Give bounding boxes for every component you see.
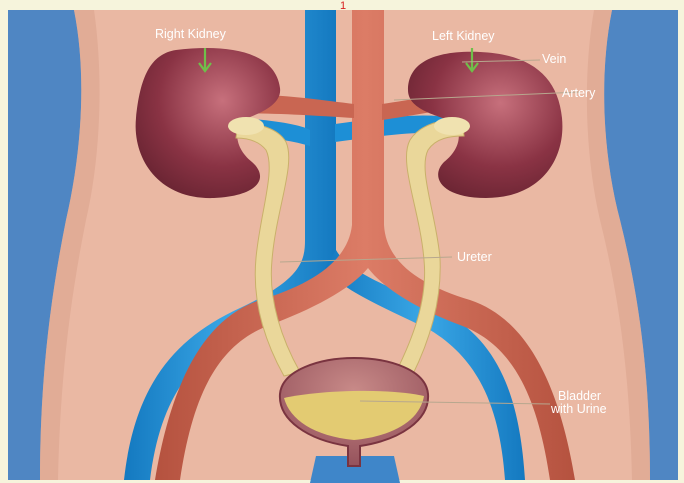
right-pelvis [228, 117, 264, 135]
label-bladder-line2: with Urine [550, 402, 607, 416]
label-artery: Artery [562, 86, 596, 100]
label-left-kidney: Left Kidney [432, 29, 495, 43]
label-ureter: Ureter [457, 250, 492, 264]
top-mark: 1 [340, 0, 346, 12]
label-vein: Vein [542, 52, 566, 66]
left-pelvis [434, 117, 470, 135]
label-bladder-line1: Bladder [558, 389, 601, 403]
label-right-kidney: Right Kidney [155, 27, 227, 41]
